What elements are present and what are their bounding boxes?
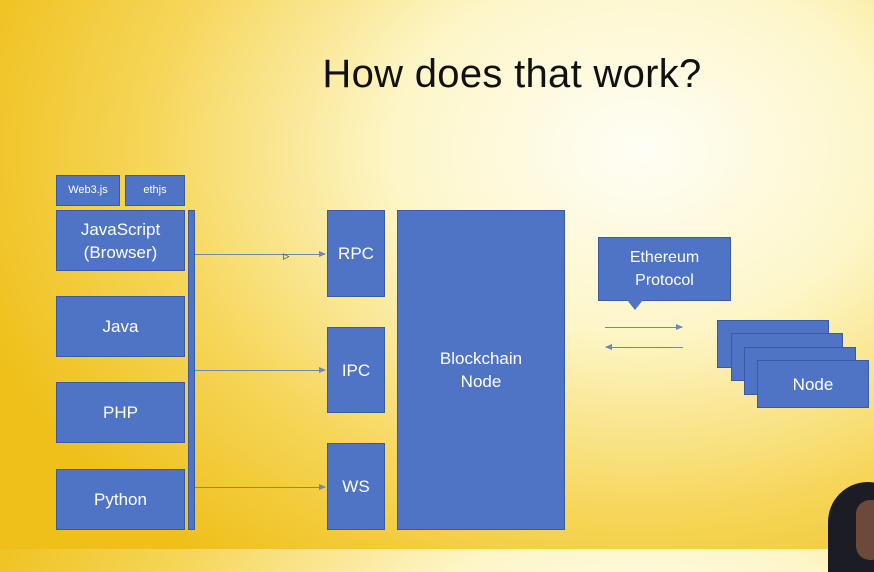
client-javascript-box: JavaScript (Browser) [56, 210, 185, 271]
arrow-to-ws [195, 484, 326, 490]
presenter-face [856, 500, 874, 560]
blockchain-node-box: Blockchain Node [397, 210, 565, 530]
ws-box: WS [327, 443, 385, 530]
client-python-box: Python [56, 469, 185, 530]
arrow-to-ipc [195, 367, 326, 373]
peer-node-box-front: Node [757, 360, 869, 408]
connector-bar [188, 210, 195, 530]
rpc-box: RPC [327, 210, 385, 297]
web3js-box: Web3.js [56, 175, 120, 206]
arrow-to-peers [605, 324, 683, 330]
mouse-cursor-icon: ▹ [283, 248, 290, 263]
client-php-box: PHP [56, 382, 185, 443]
callout-tail [627, 300, 643, 310]
ethjs-box: ethjs [125, 175, 185, 206]
arrow-to-rpc [195, 251, 326, 257]
slide-title: How does that work? [322, 52, 702, 96]
ipc-box: IPC [327, 327, 385, 413]
client-java-box: Java [56, 296, 185, 357]
arrow-from-peers [605, 344, 683, 350]
ethereum-protocol-callout: Ethereum Protocol [598, 237, 731, 301]
